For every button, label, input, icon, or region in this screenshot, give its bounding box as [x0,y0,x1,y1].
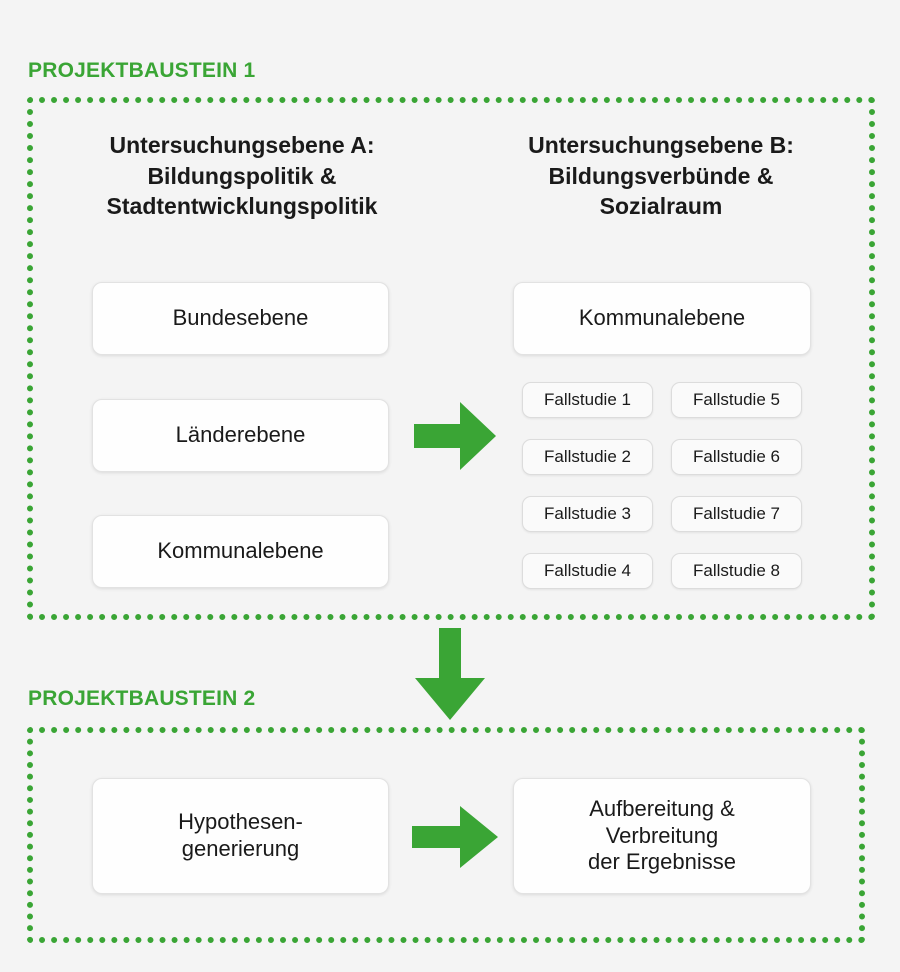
card-kommunalebene-ebene-a: Kommunalebene [92,515,389,588]
heading-b-line-1: Untersuchungsebene B: [528,132,794,158]
chip-fallstudie-6: Fallstudie 6 [671,439,802,475]
aufbereitung-line-3: der Ergebnisse [588,849,736,875]
arrow-down-icon-projektbaustein-1-to-2 [415,628,485,720]
card-laenderebene: Länderebene [92,399,389,472]
chip-fallstudie-1: Fallstudie 1 [522,382,653,418]
arrow-right-icon-ebene-a-to-b [414,402,496,470]
chip-fallstudie-5: Fallstudie 5 [671,382,802,418]
section-title-projektbaustein-2: PROJEKTBAUSTEIN 2 [28,687,256,710]
section-container-projektbaustein-2 [27,727,865,943]
section-title-projektbaustein-1: PROJEKTBAUSTEIN 1 [28,59,256,82]
aufbereitung-line-1: Aufbereitung & [589,795,735,821]
hypothesen-line-1: Hypothesen- [178,809,303,835]
card-hypothesengenerierung: Hypothesen- generierung [92,778,389,894]
card-aufbereitung-verbreitung: Aufbereitung & Verbreitung der Ergebniss… [513,778,811,894]
aufbereitung-line-2: Verbreitung [605,822,719,848]
heading-a-line-2: Bildungspolitik & [147,162,337,189]
heading-b-line-3: Sozialraum [599,193,723,220]
card-kommunalebene-ebene-b: Kommunalebene [513,282,811,355]
card-bundesebene: Bundesebene [92,282,389,355]
section-container-projektbaustein-1 [27,97,875,620]
column-heading-untersuchungsebene-a: Untersuchungsebene A: Bildungspolitik & … [52,130,432,222]
chip-fallstudie-2: Fallstudie 2 [522,439,653,475]
arrow-right-icon-hypothesen-to-aufbereitung [412,806,498,868]
hypothesen-line-2: generierung [181,836,300,861]
heading-b-line-2: Bildungsverbünde & [548,162,774,189]
heading-a-line-1: Untersuchungsebene A: [109,132,375,158]
chip-fallstudie-8: Fallstudie 8 [671,553,802,589]
chip-fallstudie-4: Fallstudie 4 [522,553,653,589]
heading-a-line-3: Stadtentwicklungspolitik [106,193,378,220]
column-heading-untersuchungsebene-b: Untersuchungsebene B: Bildungsverbünde &… [470,130,852,222]
chip-fallstudie-3: Fallstudie 3 [522,496,653,532]
chip-fallstudie-7: Fallstudie 7 [671,496,802,532]
